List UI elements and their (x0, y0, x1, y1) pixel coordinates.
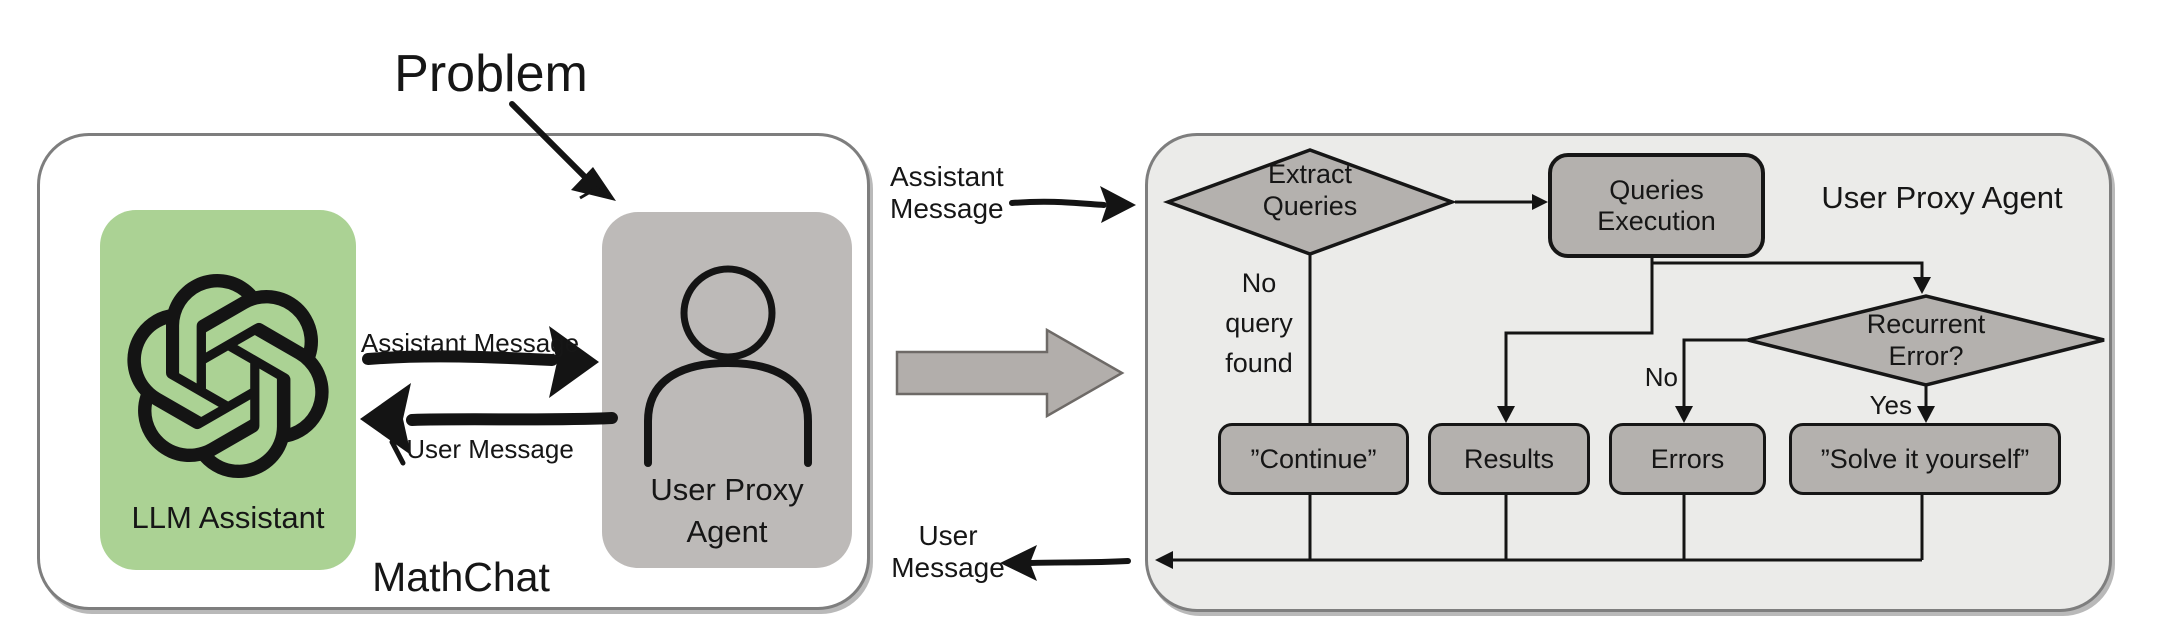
recurrent-error-label-line1: Recurrent (1866, 309, 1986, 339)
handoff-user-arrow (1000, 545, 1131, 581)
user-proxy-label-line1: User Proxy (650, 472, 804, 507)
no-query-found-label-line3: found (1225, 348, 1293, 378)
no-query-found-label-line2: query (1225, 308, 1293, 338)
openai-logo-icon (127, 274, 329, 478)
problem-label: Problem (394, 45, 588, 103)
llm-assistant-label: LLM Assistant (131, 500, 325, 535)
no-query-found-label-line1: No (1241, 268, 1277, 298)
mathchat-panel-label: MathChat (372, 554, 550, 600)
extract-queries-label-line1: Extract (1267, 159, 1353, 189)
queries-execution-label-line2: Execution (1597, 205, 1716, 236)
no-edge-label: No (1644, 362, 1678, 392)
user-message-label: User Message (406, 434, 574, 464)
solve-it-yourself-label: ”Solve it yourself” (1820, 443, 2030, 474)
flow-panel-title: User Proxy Agent (1821, 180, 2063, 215)
results-label: Results (1463, 443, 1555, 474)
errors-label: Errors (1650, 443, 1725, 474)
yes-edge-label: Yes (1869, 390, 1912, 420)
assistant-message-label: Assistant Message (360, 328, 580, 358)
continue-node: ”Continue” (1218, 423, 1409, 495)
extract-queries-label-line2: Queries (1262, 191, 1358, 221)
queries-execution-node: Queries Execution (1548, 153, 1765, 258)
results-node: Results (1428, 423, 1590, 495)
handoff-assistant-message-line1: Assistant (890, 161, 1004, 192)
continue-label: ”Continue” (1250, 443, 1377, 474)
queries-execution-label-line1: Queries (1609, 174, 1704, 205)
errors-node: Errors (1609, 423, 1766, 495)
user-proxy-label-line2: Agent (686, 514, 768, 549)
handoff-assistant-message-line2: Message (890, 193, 1004, 224)
handoff-user-message-line1: User (918, 520, 978, 551)
handoff-user-message-line2: Message (891, 552, 1005, 583)
handoff-assistant-arrow (1009, 186, 1136, 223)
person-icon (644, 265, 812, 467)
recurrent-error-label-line2: Error? (1888, 341, 1964, 371)
big-gray-arrow (895, 327, 1125, 419)
solve-it-yourself-node: ”Solve it yourself” (1789, 423, 2061, 495)
